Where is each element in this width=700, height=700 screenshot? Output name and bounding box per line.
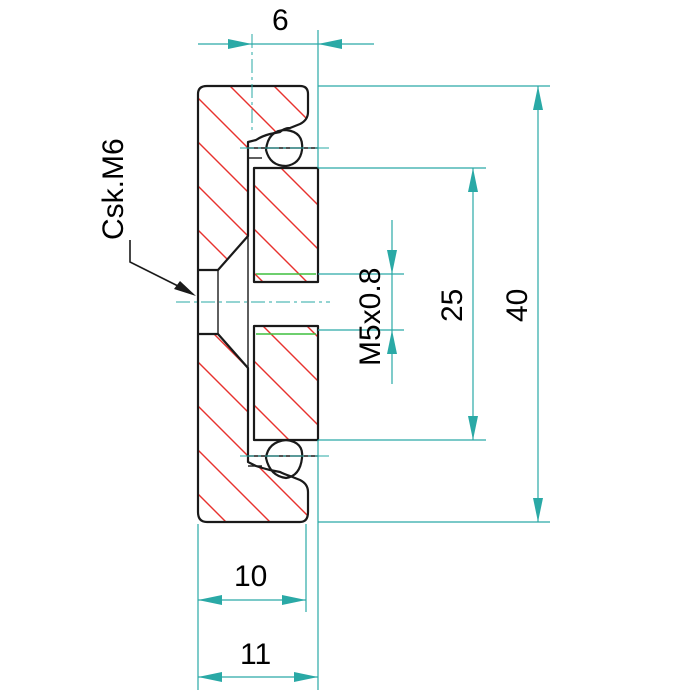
dimension-25-label: 25 [436,289,469,322]
thread-label: M5x0.8 [354,268,387,366]
hatch-line [449,160,700,445]
hatch-line [620,80,700,530]
core-upper-block [252,166,320,284]
core-lower-block [252,324,320,442]
hatch-line [254,168,318,440]
dimension-thread: M5x0.8 [318,220,404,384]
dimension-25: 25 [318,167,486,441]
dimension-6-label: 6 [272,4,289,37]
dimension-40-label: 40 [501,289,534,322]
counterbore-callout: Csk.M6 [97,138,196,296]
hatch-line [198,86,308,522]
dimension-40: 40 [318,85,550,523]
hatch-line [198,86,279,522]
hatch-line [0,80,190,530]
dimension-10-label: 10 [234,560,267,593]
dimension-10: 10 [197,524,307,690]
hatch-line [537,160,700,445]
counterbore-label: Csk.M6 [97,138,130,240]
hatch-line [254,168,318,440]
dimension-11: 11 [198,440,319,690]
dimension-11-label: 11 [240,638,271,671]
hatch-line [532,80,700,530]
hatch-line [664,80,700,530]
hatch-line [198,86,308,522]
dimension-6: 6 [198,4,374,168]
body-outline [196,84,310,524]
hatch-line [444,80,700,530]
hatch-line [267,86,308,522]
hatch-line [576,80,700,530]
hatch-line [581,160,700,445]
